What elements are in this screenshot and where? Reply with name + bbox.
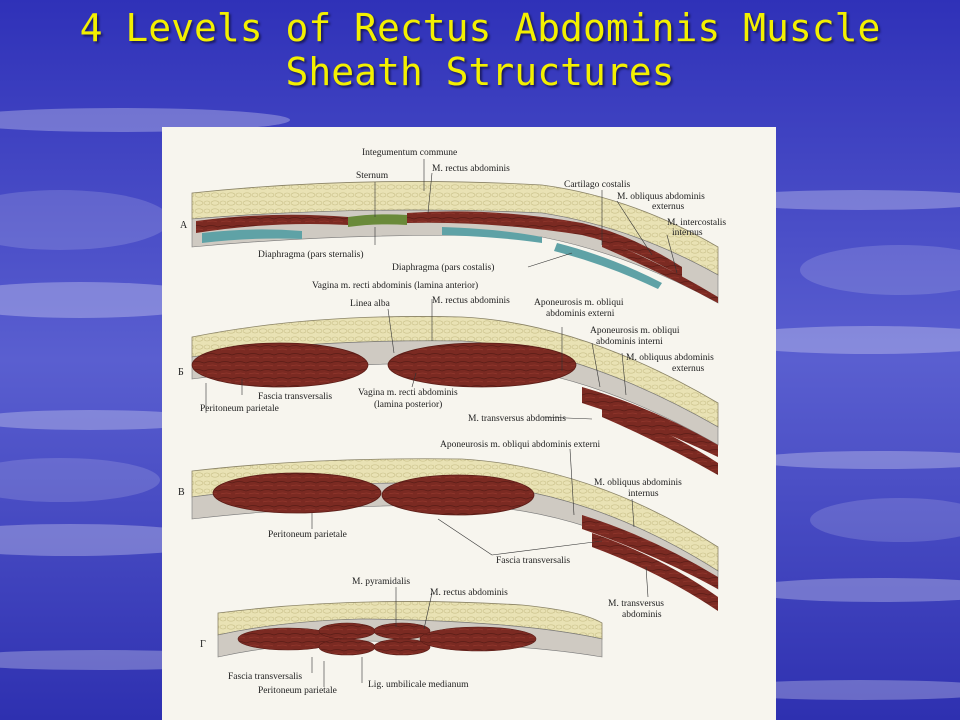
label-b-9: Fascia transversalis	[258, 392, 332, 402]
slide-title: 4 Levels of Rectus Abdominis Muscle Shea…	[0, 6, 960, 94]
panel-b: Б Vagina m. recti abdominis (lamina ante…	[178, 280, 719, 475]
label-b-1: Linea alba	[350, 299, 391, 309]
label-a-5: externus	[652, 202, 684, 212]
label-g-0: M. pyramidalis	[352, 577, 410, 587]
label-a-3: Cartilago costalis	[564, 180, 631, 190]
label-b-13: M. transversus abdominis	[468, 414, 566, 424]
panel-v: В Aponeurosis m. obliqui abdominis exter…	[178, 440, 719, 620]
title-line-1: 4 Levels of Rectus Abdominis Muscle	[79, 6, 881, 50]
label-g-2: Fascia transversalis	[228, 672, 302, 682]
label-v-5: M. transversus	[608, 599, 664, 609]
anatomy-figure: A Integumentum commune Sternum M. rectus…	[162, 127, 776, 720]
title-line-2: Sheath Structures	[285, 50, 675, 94]
panel-v-letter: В	[178, 487, 185, 498]
label-a-0: Integumentum commune	[362, 148, 457, 158]
label-b-2: M. rectus abdominis	[432, 296, 510, 306]
label-b-10: Vagina m. recti abdominis	[358, 388, 458, 398]
panel-g-letter: Г	[200, 639, 206, 650]
label-a-8: Diaphragma (pars sternalis)	[258, 249, 364, 260]
label-v-2: internus	[628, 489, 659, 499]
label-b-4: abdominis externi	[546, 309, 615, 319]
anatomy-illustration: A Integumentum commune Sternum M. rectus…	[178, 148, 726, 696]
label-b-12: Peritoneum parietale	[200, 404, 279, 414]
label-b-7: M. obliquus abdominis	[626, 353, 714, 363]
label-a-1: Sternum	[356, 171, 389, 181]
panel-b-letter: Б	[178, 367, 184, 378]
label-a-9: Diaphragma (pars costalis)	[392, 262, 494, 273]
label-b-8: externus	[672, 364, 704, 374]
label-g-3: Peritoneum parietale	[258, 686, 337, 696]
label-b-0: Vagina m. recti abdominis (lamina anteri…	[312, 280, 478, 291]
label-g-4: Lig. umbilicale medianum	[368, 680, 469, 690]
label-a-2: M. rectus abdominis	[432, 164, 510, 174]
label-b-11: (lamina posterior)	[374, 399, 442, 410]
label-b-6: abdominis interni	[596, 337, 663, 347]
label-a-7: internus	[672, 228, 703, 238]
label-a-4: M. obliquus abdominis	[617, 192, 705, 202]
panel-g: Г M. pyramidalis M. rectus abdominis Fas…	[200, 577, 603, 696]
label-a-6: M. intercostalis	[667, 218, 726, 228]
panel-a: A Integumentum commune Sternum M. rectus…	[180, 148, 726, 304]
label-b-3: Aponeurosis m. obliqui	[534, 298, 624, 308]
label-b-5: Aponeurosis m. obliqui	[590, 326, 680, 336]
label-g-1: M. rectus abdominis	[430, 588, 508, 598]
label-v-4: Fascia transversalis	[496, 556, 570, 566]
label-v-3: Peritoneum parietale	[268, 530, 347, 540]
label-v-6: abdominis	[622, 610, 662, 620]
label-v-0: Aponeurosis m. obliqui abdominis externi	[440, 440, 601, 450]
panel-a-letter: A	[180, 220, 188, 231]
label-v-1: M. obliquus abdominis	[594, 478, 682, 488]
